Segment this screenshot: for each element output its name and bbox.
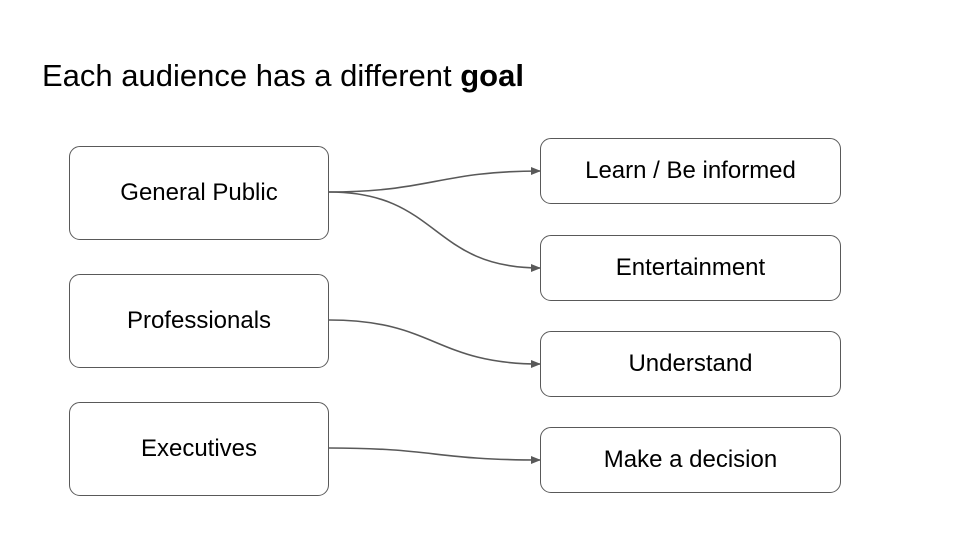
goal-box-make-decision: Make a decision [540, 427, 841, 493]
goal-box-learn: Learn / Be informed [540, 138, 841, 204]
audience-label: General Public [120, 179, 278, 206]
connector-general-public-to-learn [328, 167, 541, 193]
connector-general-public-to-entertainment [328, 191, 541, 272]
goal-label: Learn / Be informed [585, 157, 796, 184]
goal-label: Make a decision [603, 446, 778, 473]
audience-box-professionals: Professionals [69, 274, 329, 368]
audience-label: Professionals [126, 307, 272, 334]
slide-title: Each audience has a different goal [42, 56, 524, 96]
audience-box-executives: Executives [69, 402, 329, 496]
goal-box-understand: Understand [540, 331, 841, 397]
title-text: Each audience has a different [42, 58, 461, 93]
title-emphasis: goal [460, 58, 524, 93]
goal-box-entertainment: Entertainment [540, 235, 841, 301]
connector-professionals-to-understand [328, 319, 541, 368]
goal-label: Understand [628, 350, 753, 377]
audience-box-general-public: General Public [69, 146, 329, 240]
audience-label: Executives [140, 435, 258, 462]
connector-executives-to-make-decision [328, 447, 541, 464]
goal-label: Entertainment [615, 254, 766, 281]
